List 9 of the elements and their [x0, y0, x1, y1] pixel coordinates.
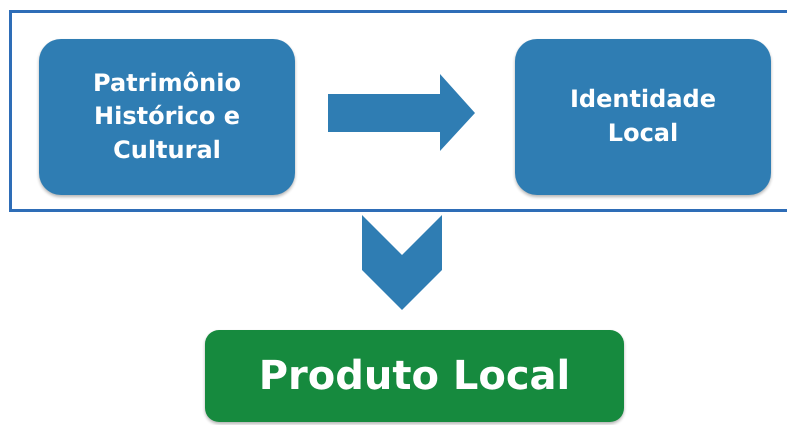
node-label: Patrimônio Histórico e Cultural [92, 68, 242, 166]
node-label: Produto Local [258, 352, 570, 401]
process-box [205, 330, 624, 422]
block-arrow [328, 74, 475, 151]
frame-box [9, 10, 787, 212]
block-arrow [362, 215, 442, 310]
node-label: Identidade Local [568, 84, 717, 149]
process-box [39, 39, 295, 195]
process-box [515, 39, 771, 195]
